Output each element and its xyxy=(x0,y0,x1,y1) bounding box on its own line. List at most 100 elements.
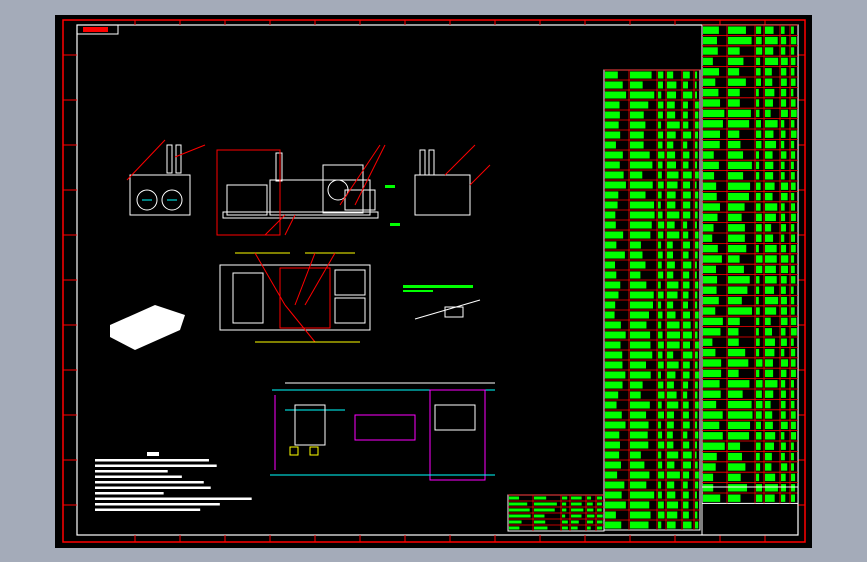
cell-text xyxy=(683,81,688,89)
cell-text xyxy=(791,296,795,305)
cell-text xyxy=(597,514,603,518)
cell-text xyxy=(605,421,626,429)
cell-text xyxy=(605,141,616,149)
cell-text xyxy=(756,151,760,159)
cell-text xyxy=(703,26,719,34)
cell-text xyxy=(667,101,675,109)
cell-text xyxy=(791,473,796,482)
cell-text xyxy=(695,281,699,289)
cell-text xyxy=(695,381,698,389)
cell-text xyxy=(781,224,786,232)
cell-text xyxy=(781,161,785,170)
cell-text xyxy=(509,502,528,506)
cell-text xyxy=(765,452,772,461)
cell-text xyxy=(605,511,616,519)
cell-text xyxy=(667,241,673,249)
cell-text xyxy=(791,68,795,76)
cell-text xyxy=(756,57,761,66)
cell-text xyxy=(756,473,760,482)
cell-text xyxy=(658,251,663,259)
cell-text xyxy=(703,452,717,461)
cell-text xyxy=(630,151,650,159)
cell-text xyxy=(765,213,776,222)
cell-text xyxy=(756,369,760,378)
cell-text xyxy=(605,501,626,509)
cell-text xyxy=(695,421,698,429)
cell-text xyxy=(683,121,689,129)
cell-text xyxy=(630,391,641,399)
cell-text xyxy=(658,451,662,459)
cell-text xyxy=(756,484,763,492)
notes-heading xyxy=(147,452,159,456)
cell-text xyxy=(781,36,787,45)
cell-text xyxy=(791,276,796,284)
cell-text xyxy=(728,78,746,86)
cad-drawing-viewport[interactable] xyxy=(55,15,812,548)
cell-text xyxy=(683,191,691,199)
cell-text xyxy=(781,182,789,190)
cell-text xyxy=(695,251,698,259)
cell-text xyxy=(728,338,739,346)
cell-text xyxy=(703,421,720,430)
cell-text xyxy=(667,181,678,189)
cell-text xyxy=(791,380,794,388)
cell-text xyxy=(781,317,788,326)
cell-text xyxy=(765,172,774,180)
cell-text xyxy=(605,521,622,529)
cell-text xyxy=(630,271,641,279)
cell-text xyxy=(695,391,698,399)
cell-text xyxy=(791,78,796,86)
cell-text xyxy=(756,213,762,222)
cell-text xyxy=(630,111,644,119)
cell-text xyxy=(695,91,698,99)
cell-text xyxy=(605,171,624,179)
cell-text xyxy=(756,390,762,398)
cell-text xyxy=(765,296,779,305)
cell-text xyxy=(667,351,674,359)
cell-text xyxy=(605,381,623,389)
cell-text xyxy=(703,494,721,502)
cell-text xyxy=(695,161,698,169)
cell-text xyxy=(695,231,699,239)
cell-text xyxy=(703,47,718,55)
cell-text xyxy=(765,255,777,263)
cell-text xyxy=(765,348,775,357)
cell-text xyxy=(756,26,762,34)
cell-text xyxy=(658,311,663,319)
cell-text xyxy=(605,301,616,309)
cell-text xyxy=(703,432,723,440)
cell-text xyxy=(781,57,788,66)
cell-text xyxy=(695,311,699,319)
cell-text xyxy=(781,151,787,159)
cell-text xyxy=(667,211,680,219)
cell-text xyxy=(667,311,676,319)
cell-text xyxy=(756,78,761,86)
cell-text xyxy=(703,307,716,315)
cell-text xyxy=(703,120,723,128)
cell-text xyxy=(756,68,761,76)
cell-text xyxy=(630,191,646,199)
cell-text xyxy=(605,321,621,329)
cell-text xyxy=(791,161,794,170)
cell-text xyxy=(728,47,740,55)
cell-text xyxy=(756,172,760,180)
cell-text xyxy=(683,361,690,369)
cell-text xyxy=(562,514,566,518)
cell-text xyxy=(658,71,664,79)
cell-text xyxy=(728,276,750,284)
cell-text xyxy=(667,111,676,119)
cell-text xyxy=(683,481,688,489)
cell-text xyxy=(756,203,761,211)
cell-text xyxy=(667,121,680,129)
cell-text xyxy=(765,317,771,326)
cell-text xyxy=(781,255,789,263)
cell-text xyxy=(667,471,680,479)
cell-text xyxy=(756,348,760,357)
cell-text xyxy=(683,411,689,419)
cell-text xyxy=(605,231,624,239)
cell-text xyxy=(667,81,677,89)
piping-schematic xyxy=(270,382,495,481)
cell-text xyxy=(791,442,794,450)
cell-text xyxy=(683,261,692,269)
cell-text xyxy=(667,381,674,389)
